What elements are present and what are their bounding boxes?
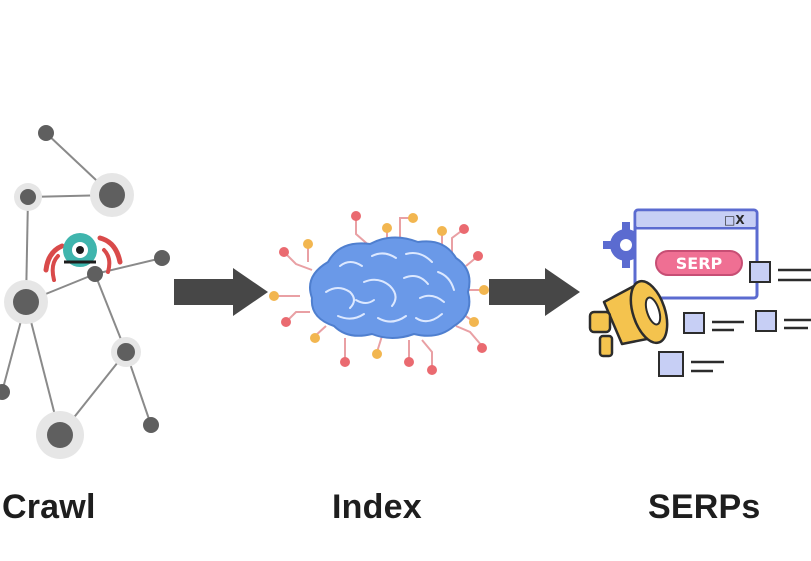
- arrow-right-icon: [174, 268, 268, 316]
- result-list: [658, 261, 811, 377]
- spider-icon: [43, 233, 123, 282]
- search-results-page-icon: □X SERP: [588, 208, 811, 377]
- window-controls: □X: [724, 213, 745, 227]
- brain-circuit-icon: [269, 211, 489, 375]
- megaphone-icon: [588, 279, 669, 358]
- arrow-right-icon: [489, 268, 580, 316]
- step-label-serps: SERPs: [648, 488, 761, 526]
- step-label-crawl: Crawl: [2, 488, 96, 526]
- serp-badge: SERP: [676, 254, 723, 273]
- spider-web-network-icon: [0, 125, 170, 459]
- step-label-index: Index: [332, 488, 422, 526]
